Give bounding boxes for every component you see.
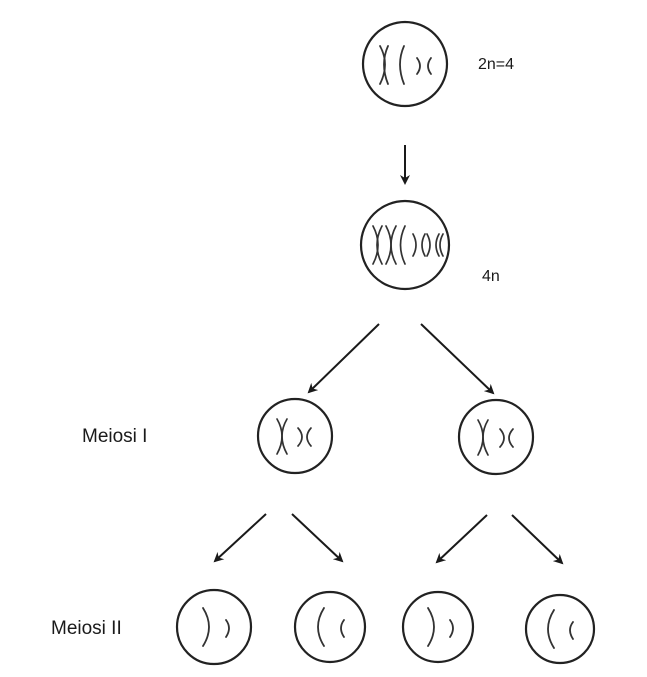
meiosis2-cell-1 xyxy=(175,588,253,666)
meiosis2-cell-4 xyxy=(524,593,596,665)
meiosis2-cell-2 xyxy=(293,590,367,664)
parent-cell xyxy=(361,20,449,108)
arrow-meiosis1-left xyxy=(307,323,380,394)
meiosis1-cell-right xyxy=(457,398,535,476)
meiosis-two-label: Meiosi II xyxy=(51,618,122,639)
replicated-ploidy-label: 4n xyxy=(482,268,500,285)
arrow-meiosis2-d xyxy=(511,514,564,565)
arrow-meiosis1-right xyxy=(420,323,495,395)
arrow-meiosis2-b xyxy=(291,513,344,563)
meiosis2-cell-3 xyxy=(401,590,475,664)
meiosis-one-label: Meiosi I xyxy=(82,426,148,447)
meiosis1-cell-left xyxy=(256,397,334,475)
parent-ploidy-label: 2n=4 xyxy=(478,56,515,73)
arrow-meiosis2-a xyxy=(213,513,267,563)
replicated-cell xyxy=(359,199,451,291)
arrow-meiosis2-c xyxy=(435,514,488,564)
